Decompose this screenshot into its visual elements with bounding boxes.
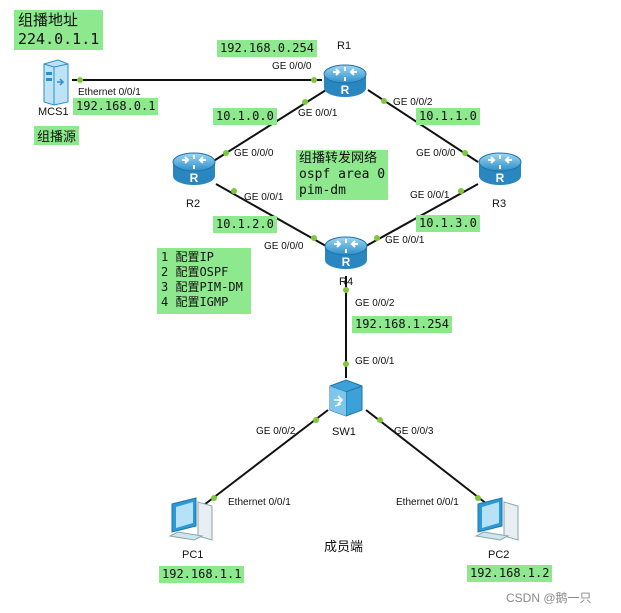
multicast-address: 224.0.1.1 xyxy=(18,30,100,48)
forwarding-note-line1: ospf area 0 xyxy=(299,167,386,182)
server-mcs1[interactable] xyxy=(40,58,70,110)
port-label-sw-g002: GE 0/0/2 xyxy=(256,426,296,437)
port-dot xyxy=(377,417,383,423)
router-r2[interactable]: R xyxy=(171,150,217,192)
port-dot xyxy=(231,188,237,194)
port-dot xyxy=(343,287,349,293)
port-dot xyxy=(211,495,217,501)
port-dot xyxy=(374,235,380,241)
switch-sw1[interactable] xyxy=(326,378,366,422)
network-label-r2-r4: 10.1.2.0 xyxy=(213,216,277,233)
network-label-pc1: 192.168.1.1 xyxy=(159,566,245,583)
watermark: CSDN @鹅一只 xyxy=(506,591,592,605)
config-step: 3 配置PIM-DM xyxy=(161,280,243,294)
device-name-pc2: PC2 xyxy=(488,549,510,561)
port-dot xyxy=(475,495,481,501)
multicast-source-label: 组播源 xyxy=(34,126,80,145)
network-label-r4-sw: 192.168.1.254 xyxy=(352,316,452,333)
device-name-r4: R4 xyxy=(339,276,354,288)
device-name-r2: R2 xyxy=(186,198,201,210)
pc-icon xyxy=(168,497,213,541)
port-label-r2-g000: GE 0/0/0 xyxy=(234,148,274,159)
svg-text:R: R xyxy=(342,255,351,269)
members-label: 成员端 xyxy=(324,540,364,555)
port-dot xyxy=(313,417,319,423)
port-label-r4-g001: GE 0/0/1 xyxy=(385,235,425,246)
network-label-r1-mcs: 192.168.0.254 xyxy=(217,40,317,57)
switch-icon xyxy=(329,379,363,417)
port-dot xyxy=(458,188,464,194)
router-r3[interactable]: R xyxy=(477,150,523,192)
port-label-r4-g000: GE 0/0/0 xyxy=(264,241,304,252)
port-label-pc2-eth: Ethernet 0/0/1 xyxy=(396,497,459,508)
router-icon: R xyxy=(324,236,368,269)
router-r4[interactable]: R xyxy=(323,234,369,276)
device-name-r1: R1 xyxy=(337,40,352,52)
config-step: 2 配置OSPF xyxy=(161,265,229,279)
port-label-sw-g003: GE 0/0/3 xyxy=(394,426,434,437)
device-name-r3: R3 xyxy=(492,198,507,210)
network-label-r1-r2: 10.1.0.0 xyxy=(213,108,277,125)
port-label-r4-g002: GE 0/0/2 xyxy=(355,298,395,309)
port-dot xyxy=(343,361,349,367)
link-sw1-pc1 xyxy=(199,409,329,509)
port-dot xyxy=(311,235,317,241)
port-label-r1-g001: GE 0/0/1 xyxy=(298,108,338,119)
pc-icon xyxy=(474,497,519,541)
server-icon xyxy=(43,59,69,106)
pc-pc2[interactable] xyxy=(474,496,528,548)
port-label-r2-g001: GE 0/0/1 xyxy=(244,192,284,203)
router-r1[interactable]: R xyxy=(322,62,368,104)
svg-text:R: R xyxy=(190,171,199,185)
router-icon: R xyxy=(323,64,367,97)
port-dot xyxy=(462,150,468,156)
link-sw1-pc2 xyxy=(365,409,493,509)
device-name-sw1: SW1 xyxy=(332,426,356,438)
port-label-r3-g000: GE 0/0/0 xyxy=(416,148,456,159)
port-label-sw-g001: GE 0/0/1 xyxy=(355,356,395,367)
forwarding-note-line2: pim-dm xyxy=(299,183,346,198)
network-label-r1-r3: 10.1.1.0 xyxy=(416,108,480,125)
config-step: 1 配置IP xyxy=(161,250,214,264)
port-label-r3-g001: GE 0/0/1 xyxy=(410,190,450,201)
router-icon: R xyxy=(478,152,522,185)
config-step: 4 配置IGMP xyxy=(161,295,229,309)
network-label-r3-r4: 10.1.3.0 xyxy=(416,215,480,232)
port-dot xyxy=(77,77,83,83)
router-icon: R xyxy=(172,152,216,185)
pc-pc1[interactable] xyxy=(168,496,222,548)
port-label-r1-g000: GE 0/0/0 xyxy=(272,61,312,72)
svg-text:R: R xyxy=(341,83,350,97)
port-label-pc1-eth: Ethernet 0/0/1 xyxy=(228,497,291,508)
port-dot xyxy=(223,150,229,156)
multicast-address-box: 组播地址 224.0.1.1 xyxy=(14,10,104,50)
port-dot xyxy=(381,98,387,104)
port-dot xyxy=(311,77,317,83)
link-r2-r4 xyxy=(215,183,327,247)
svg-text:R: R xyxy=(496,171,505,185)
port-label-mcs-eth: Ethernet 0/0/1 xyxy=(78,87,141,98)
network-label-mcs: 192.168.0.1 xyxy=(73,98,159,115)
device-name-mcs1: MCS1 xyxy=(38,106,69,118)
network-label-pc2: 192.168.1.2 xyxy=(467,565,553,582)
config-steps-box: 1 配置IP 2 配置OSPF 3 配置PIM-DM 4 配置IGMP xyxy=(157,248,251,314)
device-name-pc1: PC1 xyxy=(182,549,204,561)
forwarding-note-title: 组播转发网络 xyxy=(299,151,378,166)
multicast-title: 组播地址 xyxy=(18,11,79,29)
port-label-r1-g002: GE 0/0/2 xyxy=(393,97,433,108)
port-dot xyxy=(302,99,308,105)
forwarding-note-box: 组播转发网络 ospf area 0 pim-dm xyxy=(296,150,389,200)
